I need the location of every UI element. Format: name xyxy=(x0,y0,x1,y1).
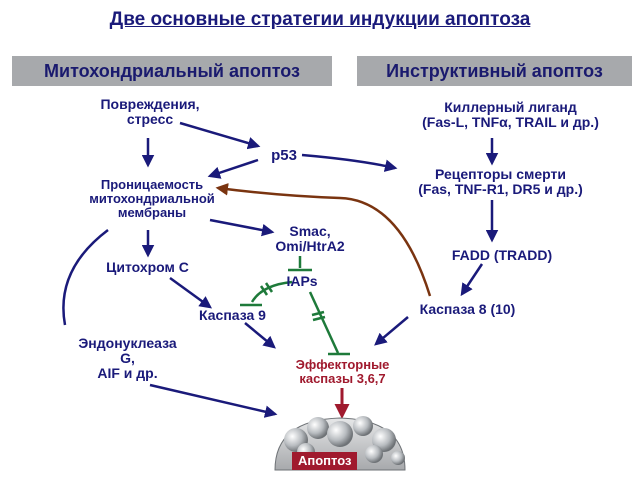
inhibit-mark-1 xyxy=(311,310,325,317)
node-endonuclease: Эндонуклеаза G, AIF и др. xyxy=(78,335,177,381)
node-cytochrome: Цитохром С xyxy=(106,259,189,275)
inhibit-iaps-effector xyxy=(308,291,340,354)
inhibit-mark-4 xyxy=(264,282,274,293)
arrow-endonuclease-to-apoptosis xyxy=(149,383,278,418)
node-iaps: IAPs xyxy=(286,273,318,289)
node-caspase9: Каспаза 9 xyxy=(199,307,266,323)
arrow-cytochrome-to-caspase9 xyxy=(169,276,213,309)
blebbing-ball xyxy=(391,451,405,465)
node-fadd: FADD (TRADD) xyxy=(451,247,553,263)
header-mitochondrial: Митохондриальный апоптоз xyxy=(12,56,332,86)
arrow-fadd-to-caspase8 xyxy=(460,263,484,297)
inhibit-iaps-caspase9 xyxy=(250,280,293,303)
activation-arrows xyxy=(62,121,499,418)
node-death-receptors: Рецепторы смерти (Fas, TNF-R1, DR5 и др.… xyxy=(418,166,583,197)
node-killer-ligand: Киллерный лиганд (Fas-L, TNFα, TRAIL и д… xyxy=(422,99,599,130)
arrow-caspase8-to-permeability xyxy=(215,183,432,297)
node-damage: Повреждения, стресс xyxy=(100,96,200,127)
node-caspase8: Каспаза 8 (10) xyxy=(419,301,516,317)
inhibition-lines xyxy=(240,256,350,356)
header-instructive: Инструктивный апоптоз xyxy=(357,56,632,86)
blebbing-ball xyxy=(327,421,353,447)
node-permeability: Проницаемость митохондриальной мембраны xyxy=(89,177,215,220)
arrow-caspase9-to-effector xyxy=(244,322,276,349)
node-effector: Эффекторные каспазы 3,6,7 xyxy=(295,357,390,386)
arrow-permeability-to-smac xyxy=(209,218,275,237)
arrow-p53-to-permeability xyxy=(207,158,259,179)
node-apoptosis: Апоптоз xyxy=(292,452,358,470)
blebbing-ball xyxy=(353,416,373,436)
node-smac: Smac, Omi/HtrA2 xyxy=(275,223,345,254)
blebbing-ball xyxy=(307,417,329,439)
inhibit-mark-3 xyxy=(259,285,269,296)
node-p53: p53 xyxy=(271,147,297,164)
arrow-p53-to-death-receptors xyxy=(301,153,398,172)
arrow-caspase8-to-effector xyxy=(374,316,409,346)
curve-permeability-to-endonuclease xyxy=(62,229,109,326)
diagram-title: Две основные стратегии индукции апоптоза xyxy=(109,9,531,30)
arrow-damage-to-p53 xyxy=(179,121,261,150)
blebbing-ball xyxy=(365,445,383,463)
inhibit-mark-2 xyxy=(312,315,326,322)
